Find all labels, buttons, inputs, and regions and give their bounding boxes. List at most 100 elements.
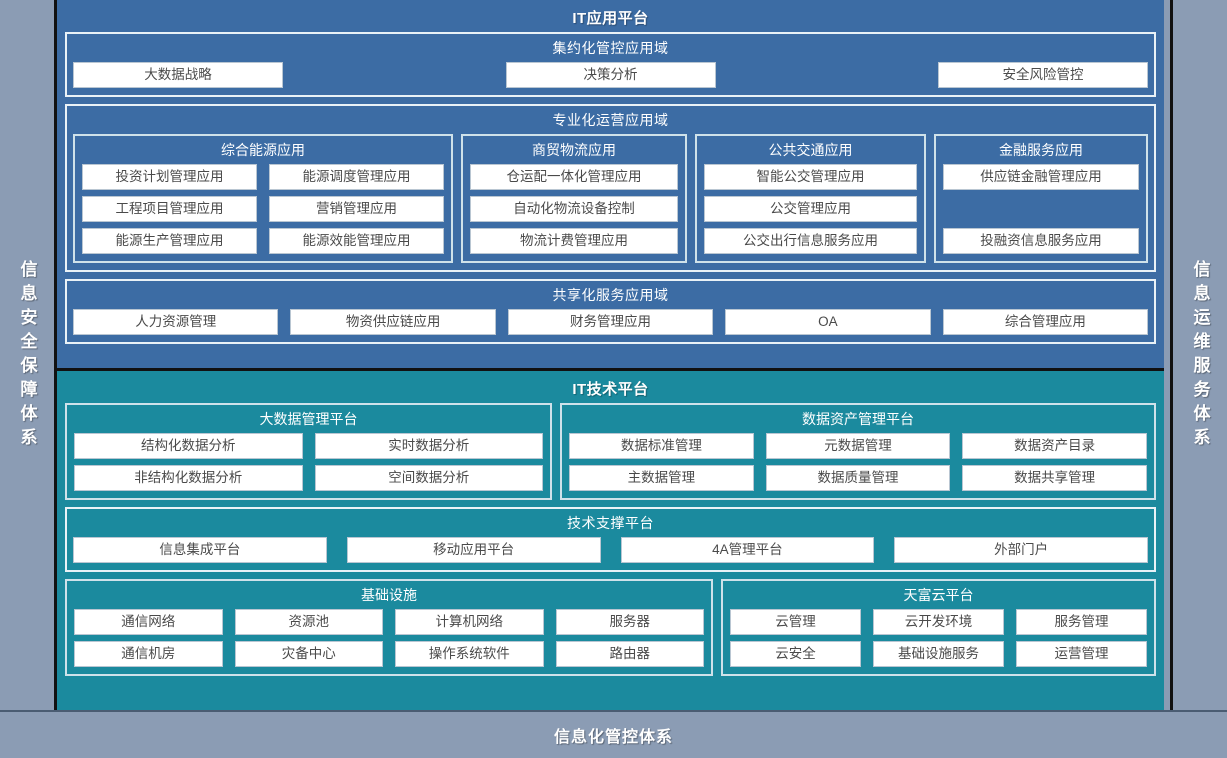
financial-services-spacer xyxy=(943,196,1139,222)
app-security-risk-control[interactable]: 安全风险管控 xyxy=(938,62,1148,88)
tech-data-standard-management[interactable]: 数据标准管理 xyxy=(569,433,754,459)
group-tianfu-cloud-platform: 天富云平台 云管理 云开发环境 服务管理 云安全 基础设施服务 运营管理 xyxy=(721,579,1156,676)
tech-data-asset-catalog[interactable]: 数据资产目录 xyxy=(962,433,1147,459)
group-data-asset-platform: 数据资产管理平台 数据标准管理 元数据管理 数据资产目录 主数据管理 数据质量管… xyxy=(560,403,1156,500)
domain-shared-services-title: 共享化服务应用域 xyxy=(552,287,669,303)
left-rail-information-security: 信息安全保障体系 xyxy=(0,0,57,712)
right-rail-label: 信息运维服务体系 xyxy=(1190,260,1210,452)
domain-shared-services: 共享化服务应用域 人力资源管理 物资供应链应用 财务管理应用 OA 综合管理应用 xyxy=(65,279,1156,344)
infra-router[interactable]: 路由器 xyxy=(555,641,704,667)
tech-structured-data-analysis[interactable]: 结构化数据分析 xyxy=(74,433,303,459)
app-decision-analysis[interactable]: 决策分析 xyxy=(505,62,716,88)
group-integrated-energy-items: 投资计划管理应用 能源调度管理应用 工程项目管理应用 营销管理应用 能源生产管理… xyxy=(82,164,444,254)
app-logistics-billing-management[interactable]: 物流计费管理应用 xyxy=(470,228,678,254)
group-integrated-energy-title: 综合能源应用 xyxy=(221,142,305,158)
tech-master-data-management[interactable]: 主数据管理 xyxy=(569,465,754,491)
technology-platform-title: IT技术平台 xyxy=(572,381,649,398)
group-infrastructure-title: 基础设施 xyxy=(361,587,417,603)
group-big-data-platform-items: 结构化数据分析 实时数据分析 非结构化数据分析 空间数据分析 xyxy=(74,433,543,491)
app-energy-efficiency-management[interactable]: 能源效能管理应用 xyxy=(269,228,444,254)
app-oa[interactable]: OA xyxy=(725,309,931,335)
application-platform-panel: IT应用平台 集约化管控应用域 大数据战略 决策分析 安全风险管控 专业化运营应… xyxy=(57,0,1164,371)
app-material-supply-chain[interactable]: 物资供应链应用 xyxy=(290,309,496,335)
domain-shared-services-items: 人力资源管理 物资供应链应用 财务管理应用 OA 综合管理应用 xyxy=(73,309,1149,335)
tech-data-quality-management[interactable]: 数据质量管理 xyxy=(765,465,951,491)
group-data-asset-platform-title: 数据资产管理平台 xyxy=(802,411,914,427)
cloud-service-management[interactable]: 服务管理 xyxy=(1016,609,1147,635)
app-energy-dispatch-management[interactable]: 能源调度管理应用 xyxy=(269,164,444,190)
app-integrated-warehouse-transport[interactable]: 仓运配一体化管理应用 xyxy=(470,164,678,190)
domain-intensive-management-title: 集约化管控应用域 xyxy=(552,40,669,56)
tech-row-infrastructure: 基础设施 通信网络 资源池 计算机网络 服务器 通信机房 灾备中心 操作系统软件… xyxy=(57,579,1164,684)
domain-professional-operations-title: 专业化运营应用域 xyxy=(552,112,669,128)
app-bus-management[interactable]: 公交管理应用 xyxy=(704,196,917,222)
app-finance-management[interactable]: 财务管理应用 xyxy=(507,309,714,335)
tech-unstructured-data-analysis[interactable]: 非结构化数据分析 xyxy=(74,465,303,491)
app-supply-chain-finance-management[interactable]: 供应链金融管理应用 xyxy=(943,164,1139,190)
infra-operating-system-software[interactable]: 操作系统软件 xyxy=(395,641,544,667)
group-tianfu-cloud-platform-title: 天富云平台 xyxy=(903,587,974,603)
tech-external-portal[interactable]: 外部门户 xyxy=(894,537,1148,563)
domain-professional-operations: 专业化运营应用域 综合能源应用 投资计划管理应用 能源调度管理应用 工程项目管理… xyxy=(65,104,1156,272)
cloud-infrastructure-service[interactable]: 基础设施服务 xyxy=(873,641,1004,667)
technology-platform-panel: IT技术平台 大数据管理平台 结构化数据分析 实时数据分析 非结构化数据分析 空… xyxy=(57,371,1164,712)
domain-professional-operations-groups: 综合能源应用 投资计划管理应用 能源调度管理应用 工程项目管理应用 营销管理应用… xyxy=(73,134,1148,263)
infra-communication-room[interactable]: 通信机房 xyxy=(74,641,223,667)
bottom-bar-label: 信息化管控体系 xyxy=(553,729,673,746)
tech-realtime-data-analysis[interactable]: 实时数据分析 xyxy=(314,433,543,459)
group-commerce-logistics-items: 仓运配一体化管理应用 自动化物流设备控制 物流计费管理应用 xyxy=(470,164,678,254)
app-bus-travel-info-service[interactable]: 公交出行信息服务应用 xyxy=(704,228,917,254)
app-comprehensive-management[interactable]: 综合管理应用 xyxy=(942,309,1149,335)
cloud-development-environment[interactable]: 云开发环境 xyxy=(873,609,1004,635)
domain-technical-support-platform-title: 技术支撑平台 xyxy=(567,515,654,531)
infra-computer-network[interactable]: 计算机网络 xyxy=(395,609,544,635)
tech-row-infrastructure-groups: 基础设施 通信网络 资源池 计算机网络 服务器 通信机房 灾备中心 操作系统软件… xyxy=(65,579,1156,676)
group-commerce-logistics: 商贸物流应用 仓运配一体化管理应用 自动化物流设备控制 物流计费管理应用 xyxy=(461,134,687,263)
app-investment-financing-info-service[interactable]: 投融资信息服务应用 xyxy=(943,228,1139,254)
group-integrated-energy: 综合能源应用 投资计划管理应用 能源调度管理应用 工程项目管理应用 营销管理应用… xyxy=(73,134,453,263)
bottom-bar-informatization-governance: 信息化管控体系 xyxy=(0,710,1227,758)
group-infrastructure: 基础设施 通信网络 资源池 计算机网络 服务器 通信机房 灾备中心 操作系统软件… xyxy=(65,579,713,676)
tech-4a-management-platform[interactable]: 4A管理平台 xyxy=(620,537,875,563)
app-smart-bus-management[interactable]: 智能公交管理应用 xyxy=(704,164,917,190)
app-marketing-management[interactable]: 营销管理应用 xyxy=(269,196,444,222)
group-public-transport-title: 公共交通应用 xyxy=(768,142,853,158)
tech-spatial-data-analysis[interactable]: 空间数据分析 xyxy=(314,465,543,491)
app-human-resource-management[interactable]: 人力资源管理 xyxy=(73,309,279,335)
group-tianfu-cloud-platform-items: 云管理 云开发环境 服务管理 云安全 基础设施服务 运营管理 xyxy=(730,609,1147,667)
domain-intensive-management: 集约化管控应用域 大数据战略 决策分析 安全风险管控 xyxy=(65,32,1156,97)
infra-resource-pool[interactable]: 资源池 xyxy=(234,609,383,635)
tech-mobile-application-platform[interactable]: 移动应用平台 xyxy=(346,537,601,563)
domain-technical-support-platform: 技术支撑平台 信息集成平台 移动应用平台 4A管理平台 外部门户 xyxy=(65,507,1156,572)
tech-data-sharing-management[interactable]: 数据共享管理 xyxy=(962,465,1147,491)
tech-metadata-management[interactable]: 元数据管理 xyxy=(765,433,951,459)
group-big-data-platform-title: 大数据管理平台 xyxy=(259,411,358,427)
infra-disaster-recovery-center[interactable]: 灾备中心 xyxy=(234,641,383,667)
app-energy-production-management[interactable]: 能源生产管理应用 xyxy=(82,228,257,254)
group-financial-services-title: 金融服务应用 xyxy=(999,142,1083,158)
cloud-management[interactable]: 云管理 xyxy=(730,609,861,635)
tech-row-data-platforms: 大数据管理平台 结构化数据分析 实时数据分析 非结构化数据分析 空间数据分析 数… xyxy=(57,403,1164,507)
tech-information-integration-platform[interactable]: 信息集成平台 xyxy=(73,537,327,563)
app-engineering-project-management[interactable]: 工程项目管理应用 xyxy=(82,196,257,222)
tech-row-data-platforms-groups: 大数据管理平台 结构化数据分析 实时数据分析 非结构化数据分析 空间数据分析 数… xyxy=(65,403,1156,500)
application-platform-title: IT应用平台 xyxy=(572,10,649,27)
app-investment-plan-management[interactable]: 投资计划管理应用 xyxy=(82,164,257,190)
group-infrastructure-items: 通信网络 资源池 计算机网络 服务器 通信机房 灾备中心 操作系统软件 路由器 xyxy=(74,609,704,667)
group-financial-services: 金融服务应用 供应链金融管理应用 投融资信息服务应用 xyxy=(934,134,1148,263)
app-automated-logistics-control[interactable]: 自动化物流设备控制 xyxy=(470,196,678,222)
group-public-transport: 公共交通应用 智能公交管理应用 公交管理应用 公交出行信息服务应用 xyxy=(695,134,926,263)
left-rail-label: 信息安全保障体系 xyxy=(17,260,37,452)
infra-communication-network[interactable]: 通信网络 xyxy=(74,609,223,635)
cloud-operation-management[interactable]: 运营管理 xyxy=(1016,641,1147,667)
right-rail-it-operations: 信息运维服务体系 xyxy=(1170,0,1227,712)
group-data-asset-platform-items: 数据标准管理 元数据管理 数据资产目录 主数据管理 数据质量管理 数据共享管理 xyxy=(569,433,1147,491)
group-commerce-logistics-title: 商贸物流应用 xyxy=(532,142,616,158)
infra-server[interactable]: 服务器 xyxy=(555,609,704,635)
center-stack: IT应用平台 集约化管控应用域 大数据战略 决策分析 安全风险管控 专业化运营应… xyxy=(57,0,1164,712)
domain-technical-support-platform-items: 信息集成平台 移动应用平台 4A管理平台 外部门户 xyxy=(73,537,1148,563)
cloud-security[interactable]: 云安全 xyxy=(730,641,861,667)
group-public-transport-items: 智能公交管理应用 公交管理应用 公交出行信息服务应用 xyxy=(704,164,917,254)
app-big-data-strategy[interactable]: 大数据战略 xyxy=(73,62,283,88)
